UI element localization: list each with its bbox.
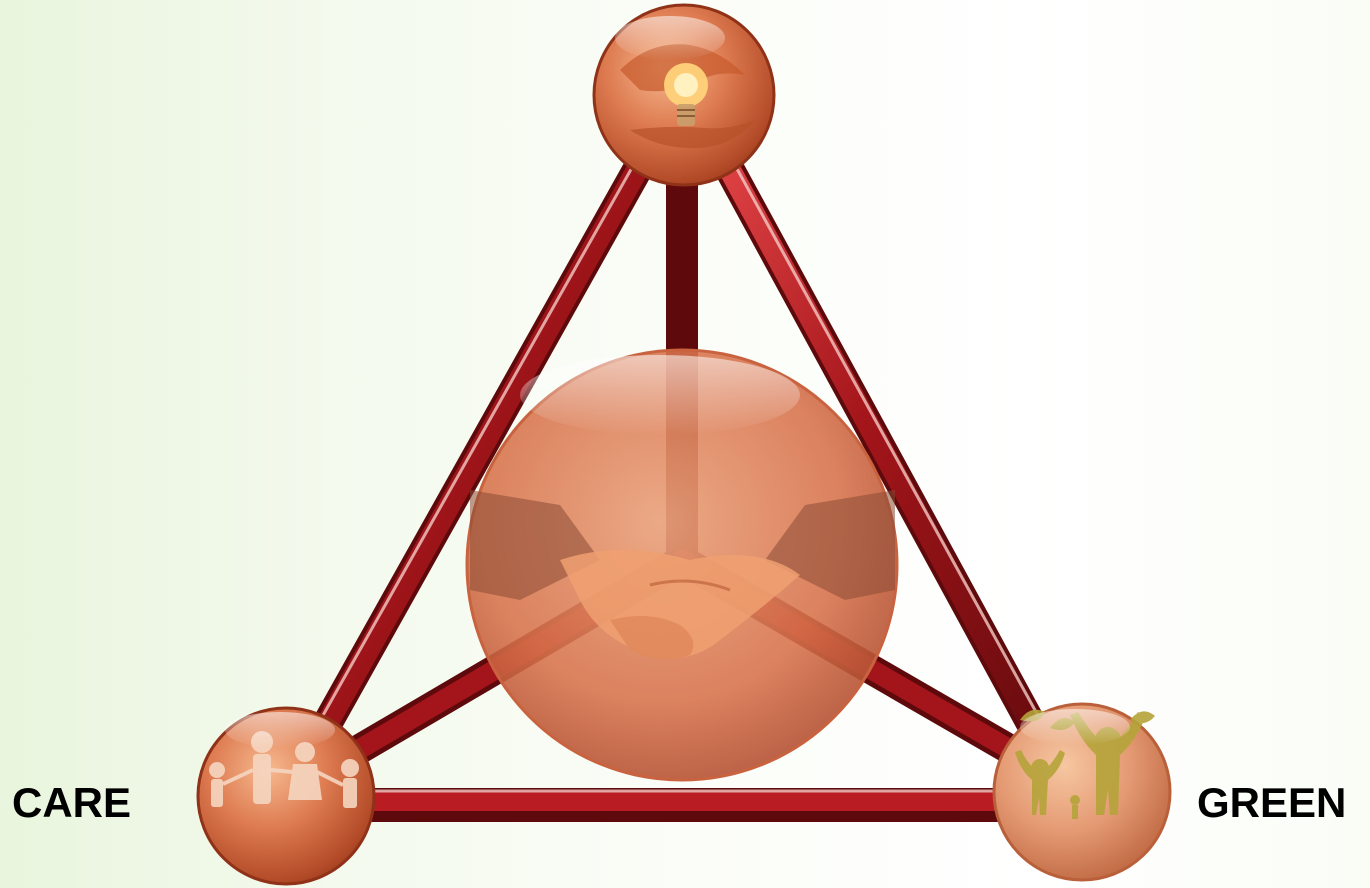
left-sphere	[198, 708, 374, 884]
green-label: GREEN	[1197, 782, 1346, 824]
care-label: CARE	[12, 782, 131, 824]
right-sphere	[994, 704, 1170, 880]
top-sphere	[594, 5, 774, 185]
center-sphere	[467, 350, 897, 780]
